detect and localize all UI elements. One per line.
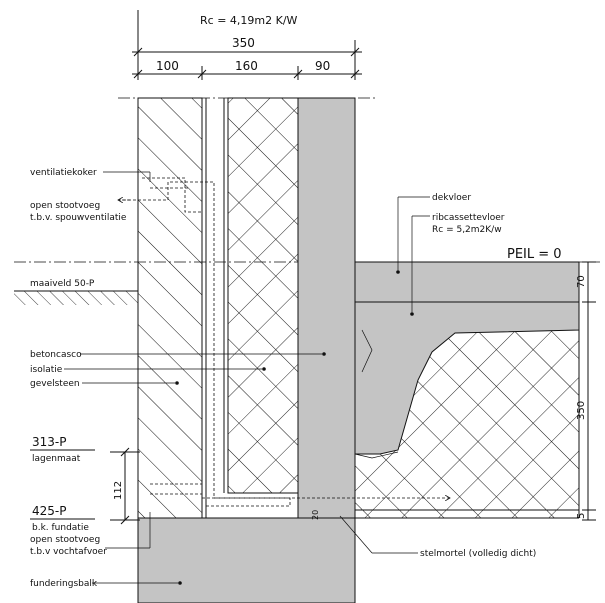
svg-text:betoncasco: betoncasco (30, 350, 82, 360)
insulation (227, 97, 299, 494)
svg-text:t.b.v vochtafvoer: t.b.v vochtafvoer (30, 547, 107, 557)
ground-soil (14, 290, 138, 305)
label-isolatie: isolatie (30, 365, 266, 375)
foundation-beam (137, 517, 356, 603)
dim-total: 350 (232, 36, 255, 50)
svg-text:lagenmaat: lagenmaat (32, 454, 81, 464)
svg-text:ventilatiekoker: ventilatiekoker (30, 168, 97, 178)
screed-floor (354, 261, 580, 303)
dim-part-3: 90 (315, 59, 330, 73)
right-dim-chain: 70 350 5 (576, 261, 596, 521)
level-425: 425-P b.k. fundatie (30, 504, 95, 533)
dim-5-label: 5 (576, 513, 587, 519)
svg-text:funderingsbalk: funderingsbalk (30, 579, 98, 589)
label-open-stootvoeg-ventilatie: open stootvoeg t.b.v. spouwventilatie (30, 201, 127, 223)
label-gevelsteen: gevelsteen (30, 379, 179, 389)
rc-title: Rc = 4,19m2 K/W (200, 14, 298, 27)
dim-112: 112 (110, 447, 140, 525)
label-stelmortel: stelmortel (volledig dicht) (339, 515, 536, 559)
svg-text:gevelsteen: gevelsteen (30, 379, 80, 389)
label-ventilatiekoker: ventilatiekoker (30, 168, 151, 182)
svg-text:open stootvoeg: open stootvoeg (30, 535, 100, 545)
label-dekvloer: dekvloer (396, 193, 471, 274)
peil-label: PEIL = 0 (507, 247, 562, 262)
svg-text:313-P: 313-P (32, 435, 66, 449)
svg-text:b.k. fundatie: b.k. fundatie (32, 523, 89, 533)
label-betoncasco: betoncasco (30, 350, 326, 360)
label-maaiveld: maaiveld 50-P (30, 279, 95, 289)
svg-text:open stootvoeg: open stootvoeg (30, 201, 100, 211)
dim-70-label: 70 (576, 275, 587, 288)
label-funderingsbalk: funderingsbalk (30, 579, 182, 589)
dim-part-2: 160 (235, 59, 258, 73)
svg-text:Rc = 5,2m2K/w: Rc = 5,2m2K/w (432, 225, 502, 235)
label-ribcassettevloer: ribcassettevloer Rc = 5,2m2K/w (410, 213, 505, 316)
svg-text:maaiveld 50-P: maaiveld 50-P (30, 279, 95, 289)
dim-112-label: 112 (113, 481, 124, 500)
dimension-chain: 350 100 160 90 (132, 10, 362, 80)
label-open-stootvoeg-vochtafvoer: open stootvoeg t.b.v vochtafvoer (30, 512, 151, 557)
svg-text:ribcassettevloer: ribcassettevloer (432, 213, 505, 223)
concrete-wall (297, 97, 356, 519)
svg-text:isolatie: isolatie (30, 365, 63, 375)
ventilation-dashes (118, 177, 450, 507)
dim-part-1: 100 (156, 59, 179, 73)
level-313: 313-P lagenmaat (30, 435, 95, 464)
dim-20-label: 20 (311, 510, 320, 520)
svg-text:stelmortel (volledig dicht): stelmortel (volledig dicht) (420, 549, 536, 559)
dim-350-label: 350 (576, 401, 587, 420)
svg-text:t.b.v. spouwventilatie: t.b.v. spouwventilatie (30, 213, 127, 223)
rib-cassette-floor (354, 301, 580, 519)
svg-text:dekvloer: dekvloer (432, 193, 471, 203)
svg-text:425-P: 425-P (32, 504, 66, 518)
brick-leaf (137, 97, 203, 519)
